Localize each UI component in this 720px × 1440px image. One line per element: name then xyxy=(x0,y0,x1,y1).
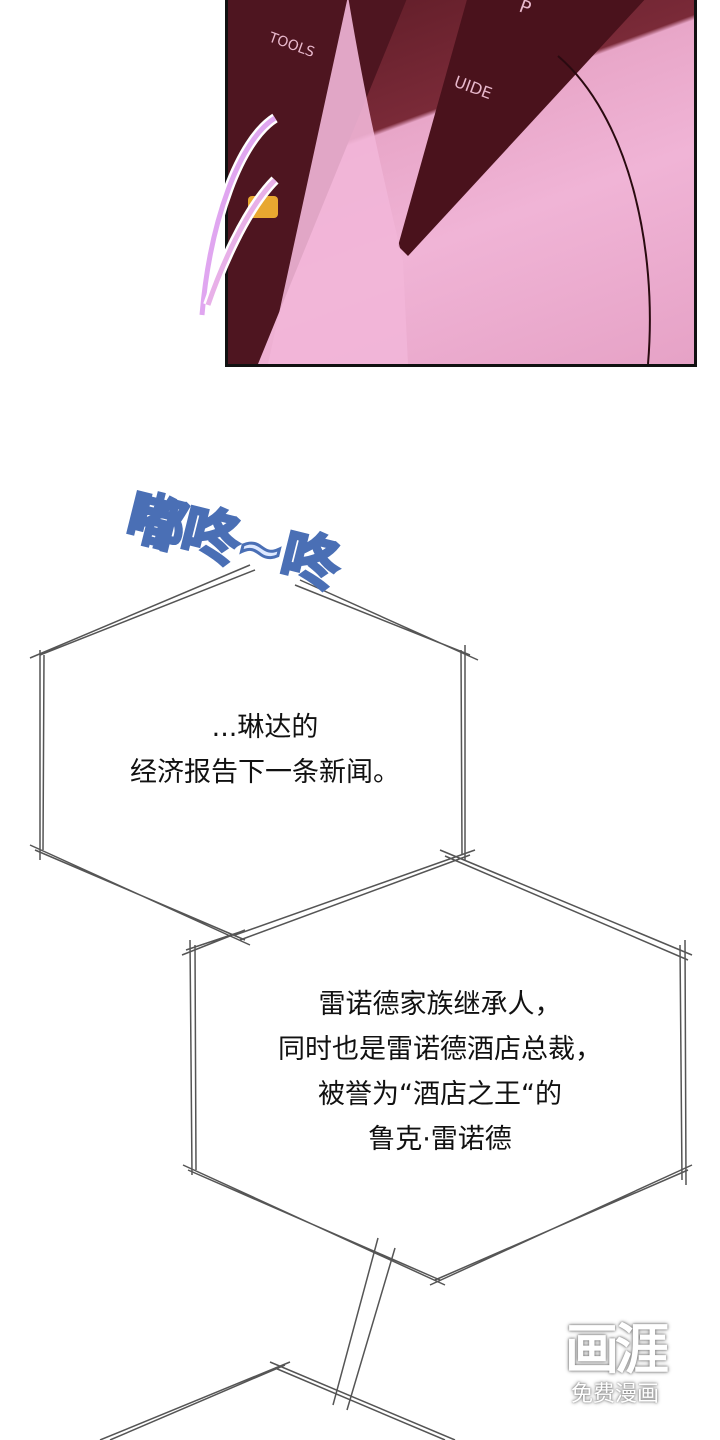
watermark: 画涯 免费漫画 xyxy=(565,1318,669,1410)
watermark-logo: 画涯 xyxy=(565,1318,669,1381)
remote-illustration: TOOLS UIDE P xyxy=(228,0,651,364)
dialogue-box-1: ...琳达的 经济报告下一条新闻。 xyxy=(130,712,400,788)
dialogue-box-2: 雷诺德家族继承人， 同时也是雷诺德酒店总裁， 被誉为“酒店之王“的 鲁克·雷诺德 xyxy=(278,989,602,1155)
comic-panel-remote-hand: TOOLS UIDE P xyxy=(225,0,697,367)
motion-lines xyxy=(197,113,279,316)
watermark-tagline: 免费漫画 xyxy=(570,1382,659,1407)
